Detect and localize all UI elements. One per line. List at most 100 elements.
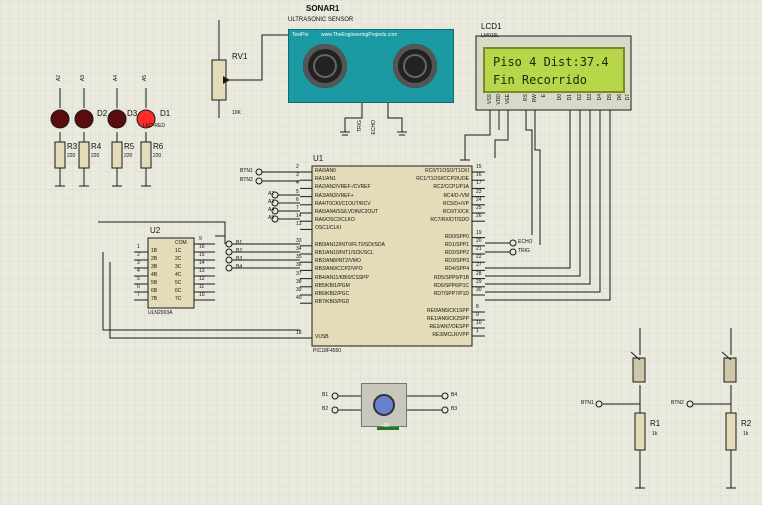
pic-pin-e-3: RE3/MCLR/VPP <box>432 332 469 338</box>
lcd-pin-rw: RW <box>532 94 538 103</box>
pic-pin-left-13: RB4/AN11/KBI0/CSSPP <box>315 274 369 281</box>
led-d1[interactable] <box>136 109 156 129</box>
pic-body[interactable] <box>311 165 473 347</box>
pic-pin-num-left-0: 2 <box>296 164 299 170</box>
pic-pin-right-1: RC1/T1OSI/CCP2/UOE <box>416 176 469 183</box>
lcd-pin-vss: VSS <box>487 94 493 105</box>
uln-pin-left-3b: 3B <box>151 264 158 270</box>
pic-pin-vusb: VUSB <box>315 334 329 340</box>
pic-pin-num-left-7: 13 <box>296 221 302 228</box>
rv1-value: 10K <box>232 110 241 116</box>
resistor-r5-value: 220 <box>124 153 133 159</box>
resistor-r4-value: 220 <box>91 153 100 159</box>
pic-pin-num-right-5: 25 <box>476 205 482 211</box>
uln-pin-num-right-1: 16 <box>199 244 205 250</box>
uln-pin-num-right-7: 10 <box>199 292 205 298</box>
pic-pin-e-1: RE1/AN6/CK2SPP <box>427 316 469 322</box>
led-net-a3: A3 <box>80 75 86 82</box>
uln-pin-right-1c: 1C <box>175 248 182 254</box>
lcd-pin-d1: D1 <box>567 94 573 101</box>
r2-value: 1k <box>743 431 749 437</box>
uln-pin-left-4b: 4B <box>151 272 158 278</box>
pic-pin-left-11: RB2/AN8/INT2/VMO <box>315 258 361 265</box>
led-net-a5: A5 <box>142 75 148 82</box>
pic-pin-num-left-1: 3 <box>296 172 299 179</box>
r1-ref: R1 <box>650 419 661 428</box>
uln-pin-num-right-0: 9 <box>199 236 202 242</box>
uln-pin-num-right-2: 15 <box>199 252 205 258</box>
pic-pin-left-5: RA5/AN4/SS/LVDIN/C2OUT <box>315 209 378 215</box>
pic-net-a4: A4 <box>268 207 275 213</box>
pic-pin-left-4: RA4/T0CKI/C1OUT/RCV <box>315 200 371 207</box>
button-btn1[interactable] <box>630 351 646 383</box>
pic-pin-left-16: RB7/KBI3/PGD <box>315 299 350 306</box>
uln-model: ULN2003A <box>148 310 173 316</box>
pic-pin-num-right-15: 30 <box>476 287 482 293</box>
pic-pin-e-2: RE2/AN7/OESPP <box>429 324 469 330</box>
pic-pin-num-left-3: 5 <box>296 188 299 195</box>
potentiometer-rv1[interactable] <box>211 59 230 101</box>
uln-pin-num-left-0: 1 <box>137 244 140 250</box>
uln-pin-num-left-3: 4 <box>137 268 140 274</box>
lcd-model: LM016L <box>481 33 500 39</box>
pic-pin-num-left-5: 7 <box>296 205 299 211</box>
pic-pin-num-left-15: 39 <box>296 287 302 293</box>
pic-pin-num-right-12: 27 <box>476 262 482 269</box>
led-d2-ref: D2 <box>97 109 108 118</box>
stepper-motor[interactable] <box>361 383 407 427</box>
pic-pin-num-left-14: 38 <box>296 278 302 285</box>
wires <box>55 20 736 489</box>
pic-pin-left-1: RA1/AN1 <box>315 176 336 183</box>
pic-pin-right-11: RD3/SPP3 <box>444 258 469 265</box>
pic-pin-num-right-0: 15 <box>476 164 482 170</box>
pic-pin-right-10: RD2/SPP2 <box>444 250 469 256</box>
uln-pin-right-6c: 6C <box>175 288 182 294</box>
pic-pin-num-left-2: 4 <box>296 180 299 187</box>
sonar-trig-label: TRIG <box>357 120 363 132</box>
pic-pin-right-3: RC4/D-/VM <box>443 192 469 199</box>
uln-pin-num-right-6: 11 <box>199 284 205 290</box>
transducer-right-icon <box>393 44 437 88</box>
uln-pin-left-6b: 6B <box>151 288 158 294</box>
led-d3[interactable] <box>74 109 94 129</box>
led-d4[interactable] <box>50 109 70 129</box>
led-d1-sub: LED-RED <box>143 123 165 129</box>
pic-pin-num-left-11: 35 <box>296 254 302 261</box>
pic-pin-num-e-1: 9 <box>476 312 479 318</box>
pic-pin-e-0: RE0/AN5/CK1SPP <box>427 308 469 314</box>
ultrasonic-sensor[interactable]: TestPin www.TheEngineeringProjects.com <box>288 29 454 103</box>
pic-pin-right-14: RD6/SPP6/P1C <box>433 282 469 289</box>
pic-pin-left-9: RB0/AN12/INT0/FLT0/SDI/SDA <box>315 241 385 248</box>
pic-pin-left-6: RA6/OSC2/CLKO <box>315 217 355 224</box>
uln-pin-right-4c: 4C <box>175 272 182 278</box>
uln-pin-right-5c: 5C <box>175 280 182 286</box>
r1-value: 1k <box>652 431 658 437</box>
button-btn2[interactable] <box>721 351 737 383</box>
led-net-a4: A4 <box>113 75 119 82</box>
led-d2[interactable] <box>107 109 127 129</box>
pic-pin-num-vusb: 18 <box>296 330 302 336</box>
uln-pin-num-left-4: 5 <box>137 276 140 282</box>
lcd-ref: LCD1 <box>481 22 502 31</box>
sonar-echo-label: ECHO <box>371 120 377 135</box>
uln-net-b4: B4 <box>236 264 243 270</box>
motor-value: +90 <box>381 423 390 429</box>
pic-pin-num-right-3: 23 <box>476 188 482 195</box>
pic-net-a2: A2 <box>268 191 275 197</box>
resistor-r5-ref: R5 <box>124 142 135 151</box>
uln-pin-num-right-4: 13 <box>199 268 205 274</box>
btn1-net: BTN1 <box>581 400 594 406</box>
sonar-site: www.TheEngineeringProjects.com <box>321 32 398 38</box>
lcd-pin-d2: D2 <box>577 94 583 101</box>
uln-net-b3: B3 <box>236 256 243 262</box>
pic-pin-num-left-12: 36 <box>296 262 302 269</box>
lcd-line-2: Fin Recorrido <box>493 73 587 87</box>
transducer-left-icon <box>303 44 347 88</box>
uln-pin-num-left-1: 2 <box>137 252 140 258</box>
uln-net-b2: B2 <box>236 248 243 254</box>
uln-body[interactable] <box>147 237 195 309</box>
r2-ref: R2 <box>741 419 752 428</box>
pic-net-btn1: BTN1 <box>240 168 253 174</box>
led-d3-ref: D3 <box>127 109 138 118</box>
lcd-pin-rs: RS <box>523 94 529 101</box>
